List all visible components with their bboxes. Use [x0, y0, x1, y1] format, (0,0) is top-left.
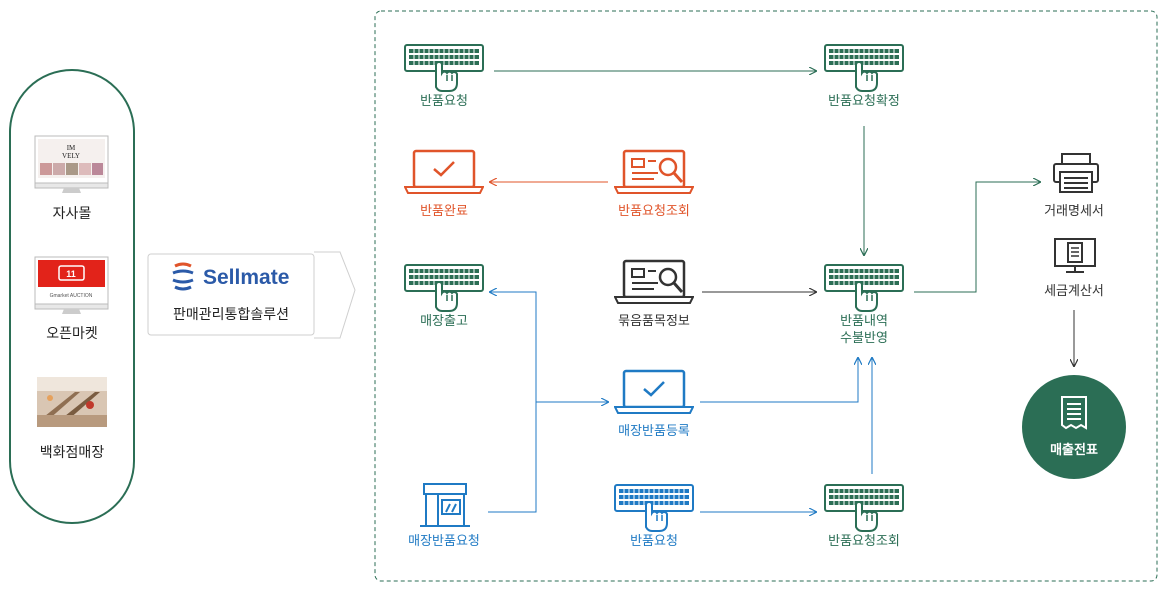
node-store-return-request-label: 매장반품요청 — [408, 533, 480, 548]
node-bundle-info-label: 묶음품목정보 — [618, 313, 690, 328]
sellmate-subtitle: 판매관리통합솔루션 — [173, 306, 289, 322]
channel-group-outline — [9, 69, 135, 524]
node-return-inquiry-bottom-label: 반품요청조회 — [828, 533, 900, 548]
node-return-reflect-label-2: 수불반영 — [840, 330, 888, 345]
node-store-return-register-label: 매장반품등록 — [618, 423, 690, 438]
keyboard-icon — [824, 484, 904, 532]
node-return-confirm-label: 반품요청확정 — [828, 93, 900, 108]
node-transaction-statement-label: 거래명세서 — [1044, 203, 1104, 218]
node-return-request-blue-label: 반품요청 — [630, 533, 678, 548]
keyboard-icon — [614, 484, 694, 532]
store-icon — [420, 483, 470, 527]
process-area — [374, 10, 1158, 582]
svg-text:IM: IM — [67, 144, 76, 152]
sellmate-box — [147, 253, 315, 336]
node-return-reflect-label-1: 반품내역 — [840, 313, 888, 328]
connector-lines — [488, 71, 1074, 512]
node-sales-slip-label: 매출전표 — [1050, 442, 1098, 457]
node-return-inquiry-label: 반품요청조회 — [618, 203, 690, 218]
sellmate-brand: Sellmate — [203, 266, 290, 289]
sellmate-chevron — [314, 251, 356, 339]
open-market-monitor-icon: 11 Gmarket AUCTION — [34, 256, 109, 314]
channel-department-store-label: 백화점매장 — [39, 444, 105, 460]
sellmate-logo-icon — [172, 262, 194, 291]
arrow-reflect-to-statement — [914, 182, 1040, 293]
laptop-search-icon — [614, 149, 694, 195]
node-return-complete-label: 반품완료 — [420, 203, 468, 218]
arrow-store-request-to-shipment — [488, 292, 537, 513]
laptop-search-icon — [614, 259, 694, 305]
receipt-icon — [1061, 396, 1087, 430]
laptop-check-icon — [614, 369, 694, 415]
svg-text:VELY: VELY — [62, 152, 80, 160]
channel-open-market-label: 오픈마켓 — [46, 325, 98, 341]
channel-own-mall-label: 자사몰 — [52, 205, 92, 221]
node-return-request-label: 반품요청 — [420, 93, 468, 108]
arrow-register-to-reflect — [700, 358, 858, 403]
keyboard-icon — [824, 264, 904, 312]
keyboard-icon — [404, 264, 484, 312]
node-store-shipment-label: 매장출고 — [420, 313, 468, 328]
node-tax-invoice-label: 세금계산서 — [1044, 283, 1104, 298]
keyboard-icon — [404, 44, 484, 92]
own-mall-monitor-icon: IM VELY — [34, 135, 109, 193]
department-store-photo — [37, 377, 107, 427]
laptop-check-icon — [404, 149, 484, 195]
keyboard-icon — [824, 44, 904, 92]
svg-text:11: 11 — [66, 269, 76, 279]
invoice-monitor-icon — [1054, 238, 1096, 273]
printer-icon — [1053, 153, 1099, 193]
svg-text:Gmarket AUCTION: Gmarket AUCTION — [50, 293, 93, 299]
